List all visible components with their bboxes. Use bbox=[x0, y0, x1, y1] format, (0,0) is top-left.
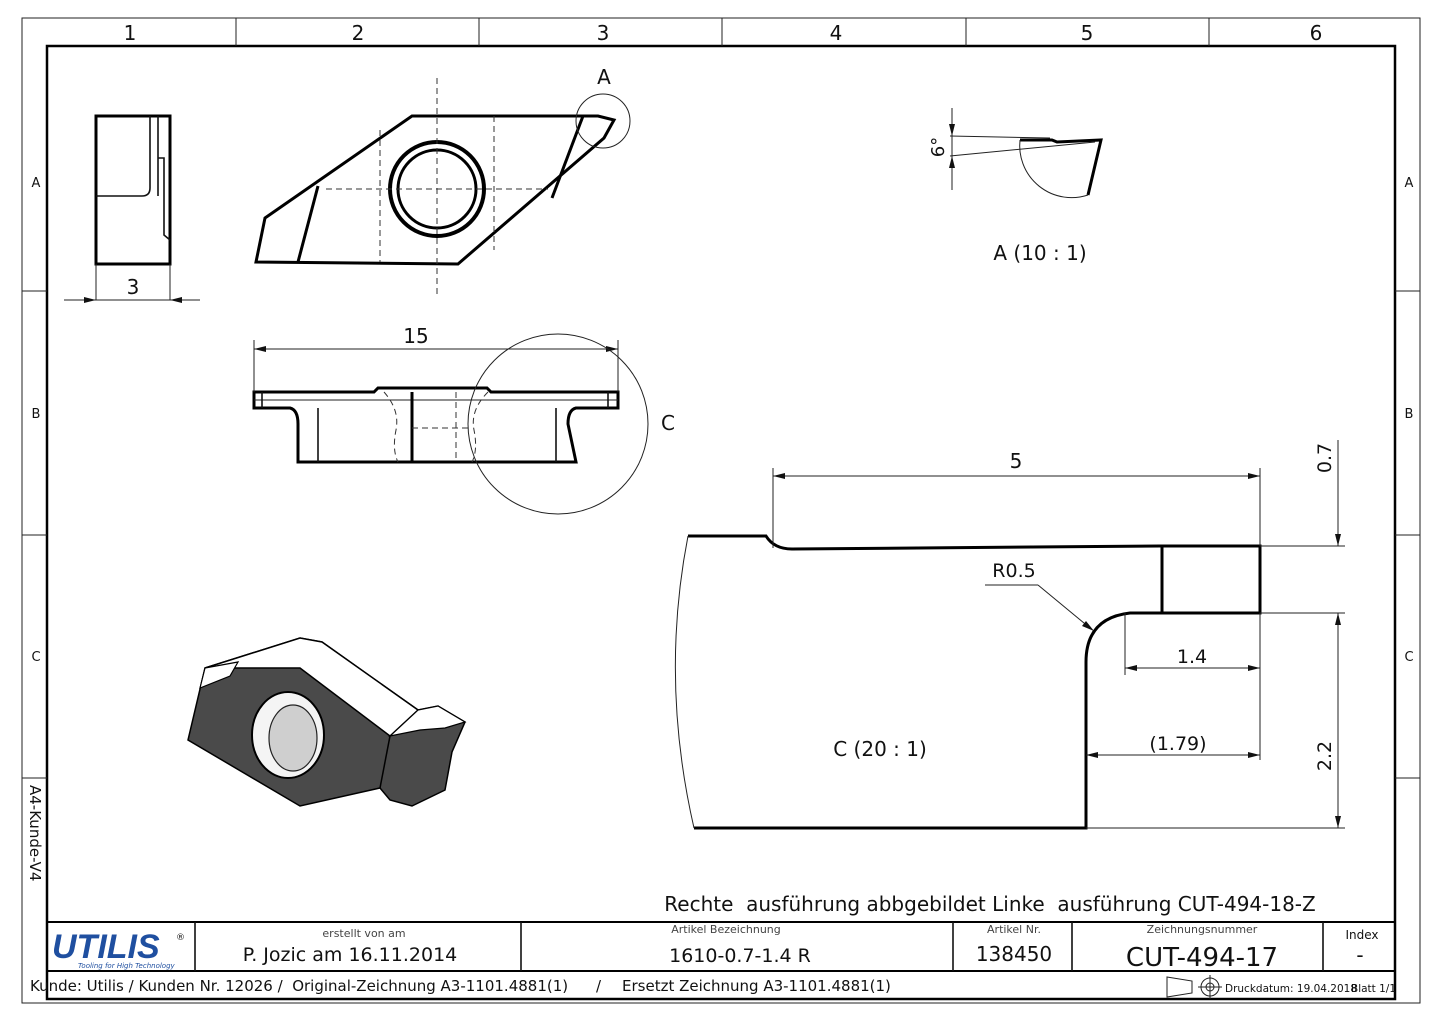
drawing-no-label: Zeichnungsnummer bbox=[1147, 923, 1258, 936]
dimension-angle: 6° bbox=[928, 137, 949, 157]
detail-a-title: A (10 : 1) bbox=[993, 241, 1086, 265]
column-label: 5 bbox=[1081, 21, 1094, 45]
footer-sheet: Blatt 1/1 bbox=[1351, 983, 1396, 995]
footer-customer: Kunde: Utilis / Kunden Nr. 12026 / Origi… bbox=[30, 977, 568, 995]
row-label-left: C bbox=[31, 650, 40, 665]
drawing-note: Rechte ausführung abbgebildet Linke ausf… bbox=[664, 892, 1315, 916]
row-label-right: B bbox=[1405, 407, 1414, 422]
column-label: 4 bbox=[830, 21, 843, 45]
dimension-c-width: 1.4 bbox=[1177, 646, 1207, 668]
row-label-left: A bbox=[32, 176, 41, 191]
row-dividers bbox=[22, 290, 1420, 779]
dimension-c-length: 5 bbox=[1010, 449, 1023, 473]
created-label: erstellt von am bbox=[322, 927, 405, 940]
dimension-c-ref-width: (1.79) bbox=[1149, 733, 1206, 755]
article-desc-value: 1610-0.7-1.4 R bbox=[669, 945, 811, 967]
sheet-outer-border bbox=[21, 17, 1421, 1004]
side-view bbox=[64, 114, 200, 303]
detail-a-marker: A bbox=[597, 65, 611, 89]
article-no-value: 138450 bbox=[976, 942, 1052, 966]
index-label: Index bbox=[1345, 928, 1378, 942]
top-view bbox=[254, 78, 631, 298]
created-value: P. Jozic am 16.11.2014 bbox=[243, 944, 458, 966]
detail-c-title: C (20 : 1) bbox=[833, 737, 927, 761]
article-desc-label: Artikel Bezeichnung bbox=[671, 923, 781, 936]
detail-c-view bbox=[674, 440, 1345, 830]
detail-c-circle bbox=[467, 333, 649, 515]
article-no-label: Artikel Nr. bbox=[987, 923, 1041, 936]
projection-symbol-icon bbox=[1166, 975, 1222, 999]
dimension-width: 3 bbox=[127, 275, 140, 299]
section-view bbox=[252, 333, 649, 515]
detail-a-circle bbox=[575, 93, 631, 149]
dimension-c-height-top: 0.7 bbox=[1314, 443, 1336, 473]
title-block-lines bbox=[47, 921, 1395, 972]
row-label-right: A bbox=[1405, 176, 1414, 191]
dimension-length: 15 bbox=[403, 324, 428, 348]
footer-print-date: Druckdatum: 19.04.2018 bbox=[1225, 983, 1357, 995]
column-dividers bbox=[235, 18, 1210, 46]
dimension-c-height-bottom: 2.2 bbox=[1314, 741, 1336, 771]
side-label: A4-Kunde-V4 bbox=[26, 785, 44, 881]
column-label: 2 bbox=[352, 21, 365, 45]
drawing-frame bbox=[45, 44, 1397, 1001]
footer-replaces: Ersetzt Zeichnung A3-1101.4881(1) bbox=[622, 977, 891, 995]
row-label-right: C bbox=[1404, 650, 1413, 665]
footer-separator: / bbox=[596, 977, 602, 995]
isometric-view bbox=[187, 637, 467, 807]
dimension-c-radius: R0.5 bbox=[992, 560, 1035, 582]
detail-c-marker: C bbox=[661, 411, 675, 435]
detail-a-view bbox=[949, 108, 1103, 199]
logo-tagline: Tooling for High Technology bbox=[78, 962, 176, 970]
column-label: 6 bbox=[1310, 21, 1323, 45]
row-label-left: B bbox=[32, 407, 41, 422]
index-value: - bbox=[1356, 943, 1363, 967]
drawing-no-value: CUT-494-17 bbox=[1126, 943, 1278, 973]
logo-registered-mark: ® bbox=[176, 933, 185, 943]
company-logo: UTILIS bbox=[52, 928, 160, 966]
column-label: 1 bbox=[124, 21, 137, 45]
column-label: 3 bbox=[597, 21, 610, 45]
